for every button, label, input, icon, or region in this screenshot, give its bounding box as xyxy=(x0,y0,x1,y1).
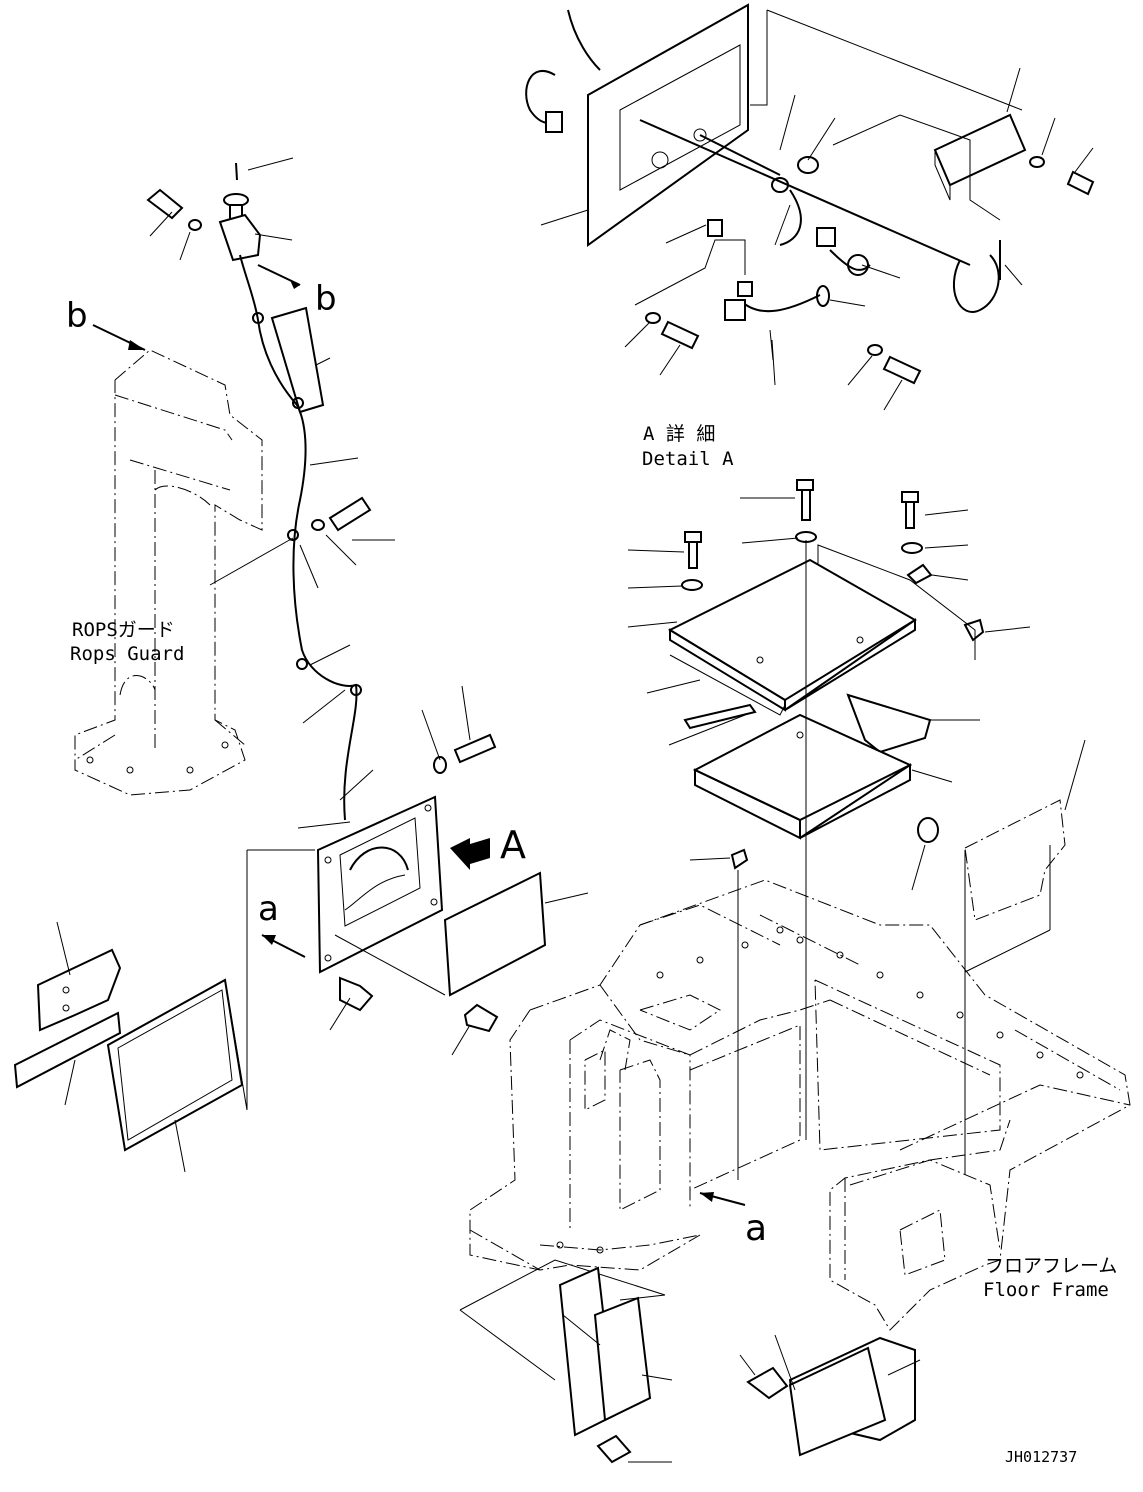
bottom-covers xyxy=(459,1259,921,1464)
rops-label-en: Rops Guard xyxy=(70,643,184,665)
detail-a-assembly xyxy=(525,3,1095,411)
bracket xyxy=(218,213,262,262)
floor-frame-label-en: Floor Frame xyxy=(983,1279,1109,1301)
box-panel xyxy=(316,795,444,974)
top-plate xyxy=(667,558,917,702)
rops-label-jp: ROPSガード xyxy=(72,619,175,641)
bracket-plate xyxy=(36,948,122,1032)
grommet xyxy=(771,177,789,193)
view-marker-b-left: b xyxy=(66,296,88,336)
pin xyxy=(235,162,238,181)
detail-a-label-jp: A 詳 細 xyxy=(643,423,715,445)
cable-assembly xyxy=(146,157,497,829)
gasket-frame xyxy=(106,978,244,1152)
strip-plate xyxy=(846,693,932,754)
side-bracket xyxy=(964,739,1086,1175)
view-arrow-A xyxy=(450,838,490,870)
plate-assembly xyxy=(627,479,1031,1180)
floor-frame-label-jp: フロアフレーム xyxy=(985,1255,1117,1277)
left-plates xyxy=(13,921,248,1173)
view-marker-A: A xyxy=(500,823,526,867)
control-box xyxy=(246,795,589,1110)
view-marker-b-top: b xyxy=(315,279,337,319)
detail-plate xyxy=(587,3,749,247)
view-marker-a-left: a xyxy=(258,889,279,929)
connector xyxy=(724,299,746,321)
cable xyxy=(239,254,358,821)
controller-box xyxy=(933,113,1027,187)
connector xyxy=(545,111,563,133)
drawing-id: JH012737 xyxy=(1005,1448,1077,1466)
spacer-bar xyxy=(13,1011,122,1089)
cover-left xyxy=(593,1296,652,1422)
cover-plate xyxy=(443,871,547,997)
view-marker-a-bottom: a xyxy=(745,1208,767,1249)
floor-frame xyxy=(469,879,1131,1331)
detail-a-label-en: Detail A xyxy=(642,448,734,470)
rops-guard xyxy=(74,324,294,796)
grommet xyxy=(917,817,939,843)
cable-cover xyxy=(270,306,325,414)
cover-right xyxy=(788,1346,887,1457)
grommet xyxy=(797,156,819,174)
detail-plate-opening xyxy=(619,44,741,191)
